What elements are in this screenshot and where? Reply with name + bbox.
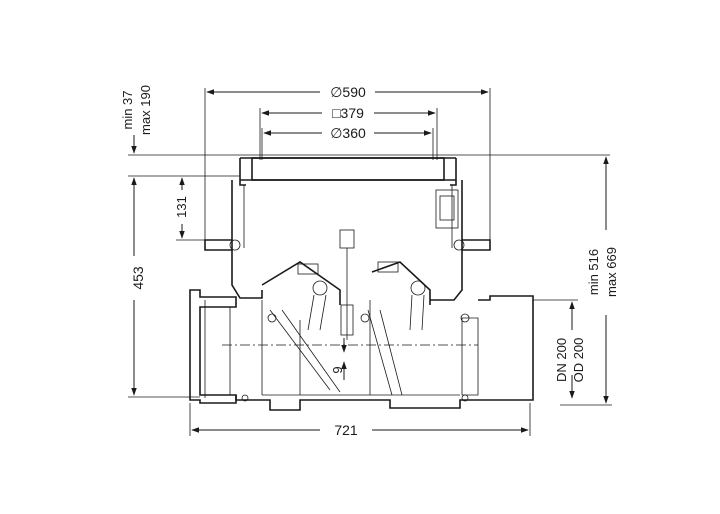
svg-text:min 37: min 37	[120, 90, 135, 129]
svg-text:max 669: max 669	[604, 247, 619, 297]
svg-text:max 190: max 190	[138, 85, 153, 135]
svg-text:∅590: ∅590	[330, 84, 366, 100]
dimension-dia-590: ∅590	[204, 84, 491, 240]
svg-text:453: 453	[130, 266, 146, 290]
dimension-frame-height-131: 131	[174, 177, 205, 241]
svg-text:∅360: ∅360	[330, 125, 366, 141]
svg-text:721: 721	[334, 422, 358, 438]
svg-text:DN 200: DN 200	[554, 338, 569, 382]
dimension-pipe: DN 200 OD 200	[533, 299, 586, 399]
dimension-width-721: 721	[189, 403, 531, 438]
dimension-square-379: □379	[259, 105, 438, 160]
dimension-body-height-453: 453	[128, 175, 240, 398]
svg-text:□379: □379	[332, 105, 364, 121]
svg-text:131: 131	[174, 196, 189, 218]
svg-text:9: 9	[330, 366, 345, 373]
svg-text:OD 200: OD 200	[571, 338, 586, 383]
svg-text:min 516: min 516	[586, 249, 601, 295]
dimension-offset-9: 9	[330, 338, 347, 380]
dimension-total-height: min 516 max 669	[560, 156, 619, 406]
drain-body-drawing	[189, 157, 534, 411]
dimension-dia-360: ∅360	[261, 125, 434, 160]
dimension-top-height: min 37 max 190	[120, 85, 610, 156]
